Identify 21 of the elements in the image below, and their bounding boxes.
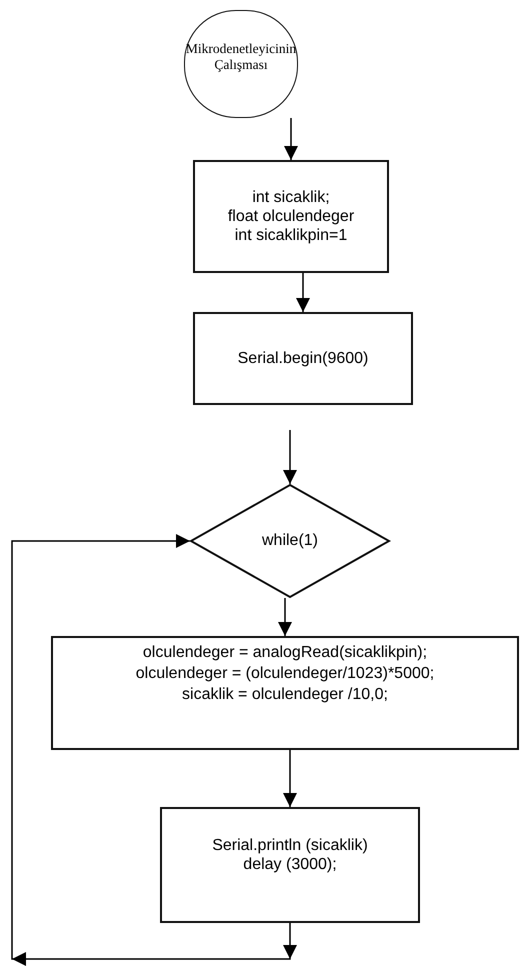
code-line: olculendeger = (olculendeger/1023)*5000; [136, 664, 434, 684]
process-box [51, 636, 519, 750]
arrow [278, 598, 292, 636]
code-line: float olculendeger [228, 206, 354, 226]
arrow [296, 273, 310, 312]
arrow [283, 750, 297, 807]
arrow [11, 534, 297, 966]
arrow [283, 430, 297, 484]
arrow [284, 118, 298, 160]
code-line: while(1) [262, 531, 318, 551]
process-box [193, 312, 413, 405]
code-line: int sicaklik; [252, 188, 330, 207]
terminal-label: Mikrodenetleyicinin Çalışması [185, 40, 297, 74]
code-line: Serial.begin(9600) [238, 348, 368, 368]
code-line: olculendeger = analogRead(sicaklikpin); [142, 643, 428, 662]
code-line: sicaklik = olculendeger /10,0; [182, 685, 388, 705]
code-line: delay (3000); [243, 855, 337, 874]
code-line: int sicaklikpin=1 [234, 226, 348, 246]
process-box [160, 807, 420, 923]
process-box [193, 160, 389, 273]
code-line: Serial.println (sicaklik) [212, 836, 368, 855]
